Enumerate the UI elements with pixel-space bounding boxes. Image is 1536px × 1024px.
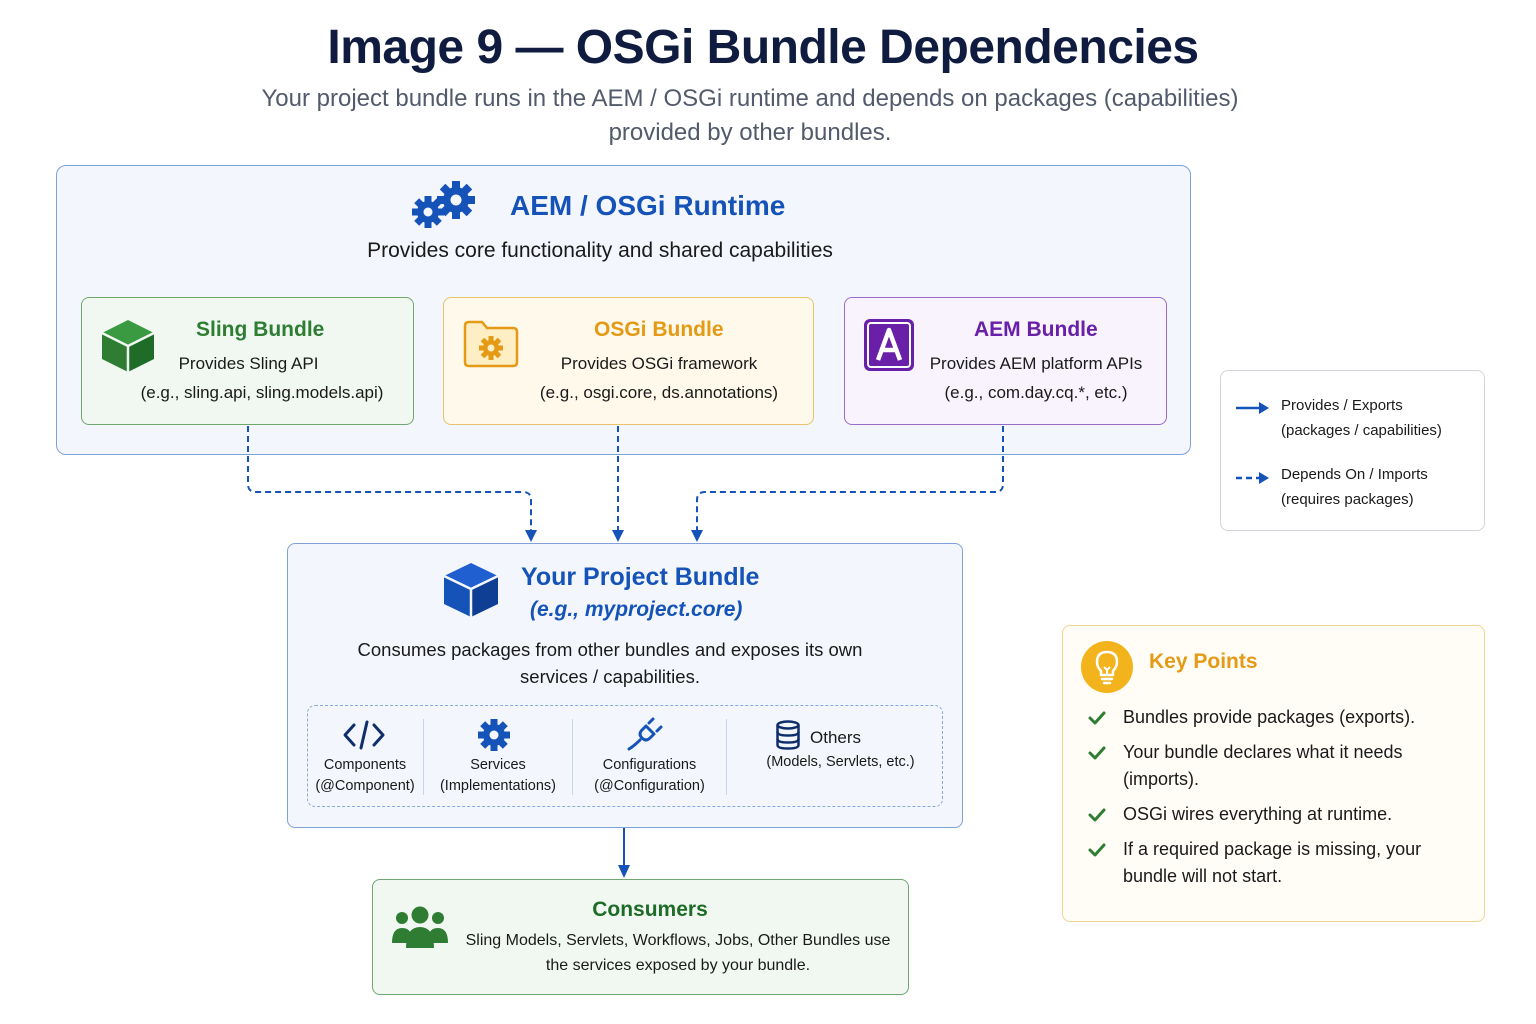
check-icon [1088, 711, 1106, 725]
divider [572, 719, 573, 795]
divider [423, 719, 424, 795]
legend-box: Provides / Exports (packages / capabilit… [1220, 370, 1485, 531]
check-icon [1088, 808, 1106, 822]
cube-icon [101, 320, 155, 372]
osgi-bundle-line2: (e.g., osgi.core, ds.annotations) [539, 383, 779, 402]
sling-bundle-title: Sling Bundle [196, 318, 325, 341]
project-bundle-title: Your Project Bundle [521, 563, 760, 591]
part-services-sub: (Implementations) [439, 778, 557, 794]
part-components-sub: (@Component) [315, 778, 415, 794]
part-components-label: Components [323, 757, 407, 773]
key-point-item: OSGi wires everything at runtime. [1123, 804, 1393, 824]
dashed-arrow-icon [1236, 472, 1269, 484]
key-point-item: Your bundle declares what it needs (impo… [1123, 742, 1403, 789]
legend-provides-sub: (packages / capabilities) [1281, 422, 1442, 439]
sling-bundle-card: Sling Bundle Provides Sling API (e.g., s… [81, 297, 414, 425]
part-services-label: Services [470, 757, 526, 773]
gears-icon [412, 181, 475, 228]
part-others-label: Others [810, 728, 862, 747]
project-bundle-description: Consumes packages from other bundles and… [357, 639, 863, 687]
consumers-description: Sling Models, Servlets, Workflows, Jobs,… [465, 932, 891, 974]
key-points-title: Key Points [1149, 650, 1258, 673]
key-points-card [1062, 625, 1485, 922]
runtime-subtitle: Provides core functionality and shared c… [367, 239, 833, 262]
osgi-bundle-card: OSGi Bundle Provides OSGi framework (e.g… [443, 297, 814, 425]
check-icon [1088, 843, 1106, 857]
sling-bundle-line1: Provides Sling API [178, 354, 319, 373]
project-bundle-card [287, 543, 963, 828]
database-icon [776, 720, 800, 750]
aem-bundle-title: AEM Bundle [974, 318, 1098, 341]
osgi-bundle-line1: Provides OSGi framework [560, 354, 758, 373]
code-icon [343, 720, 385, 750]
check-icon [1088, 746, 1106, 760]
part-configurations-label: Configurations [602, 757, 697, 773]
consumers-card [372, 879, 909, 995]
key-point-item: Bundles provide packages (exports). [1123, 707, 1416, 727]
folder-gear-icon [463, 320, 519, 368]
cube-icon [443, 563, 499, 617]
gear-icon [478, 719, 510, 751]
legend-depends-sub: (requires packages) [1281, 491, 1414, 508]
aem-bundle-line2: (e.g., com.day.cq.*, etc.) [944, 383, 1128, 402]
osgi-bundle-title: OSGi Bundle [594, 318, 724, 341]
divider [726, 719, 727, 795]
runtime-title: AEM / OSGi Runtime [510, 190, 786, 221]
legend-depends-label: Depends On / Imports [1281, 466, 1428, 483]
sling-bundle-line2: (e.g., sling.api, sling.models.api) [140, 383, 384, 402]
page-title: Image 9 — OSGi Bundle Dependencies [327, 21, 1199, 74]
part-others-sub: (Models, Servlets, etc.) [766, 754, 915, 770]
page-subtitle: Your project bundle runs in the AEM / OS… [261, 85, 1239, 146]
lightbulb-icon [1081, 641, 1133, 693]
aem-bundle-card: AEM Bundle Provides AEM platform APIs (e… [844, 297, 1167, 425]
plug-icon [627, 717, 663, 751]
key-point-item: If a required package is missing, your b… [1123, 839, 1422, 886]
legend-provides-label: Provides / Exports [1281, 397, 1403, 414]
part-configurations-sub: (@Configuration) [594, 778, 705, 794]
solid-arrow-icon [1236, 402, 1269, 414]
aem-bundle-line1: Provides AEM platform APIs [929, 354, 1143, 373]
users-icon [392, 906, 448, 948]
letter-a-icon [864, 319, 914, 371]
consumers-title: Consumers [592, 898, 708, 921]
project-parts-box [307, 705, 943, 807]
project-bundle-example: (e.g., myproject.core) [530, 598, 743, 621]
